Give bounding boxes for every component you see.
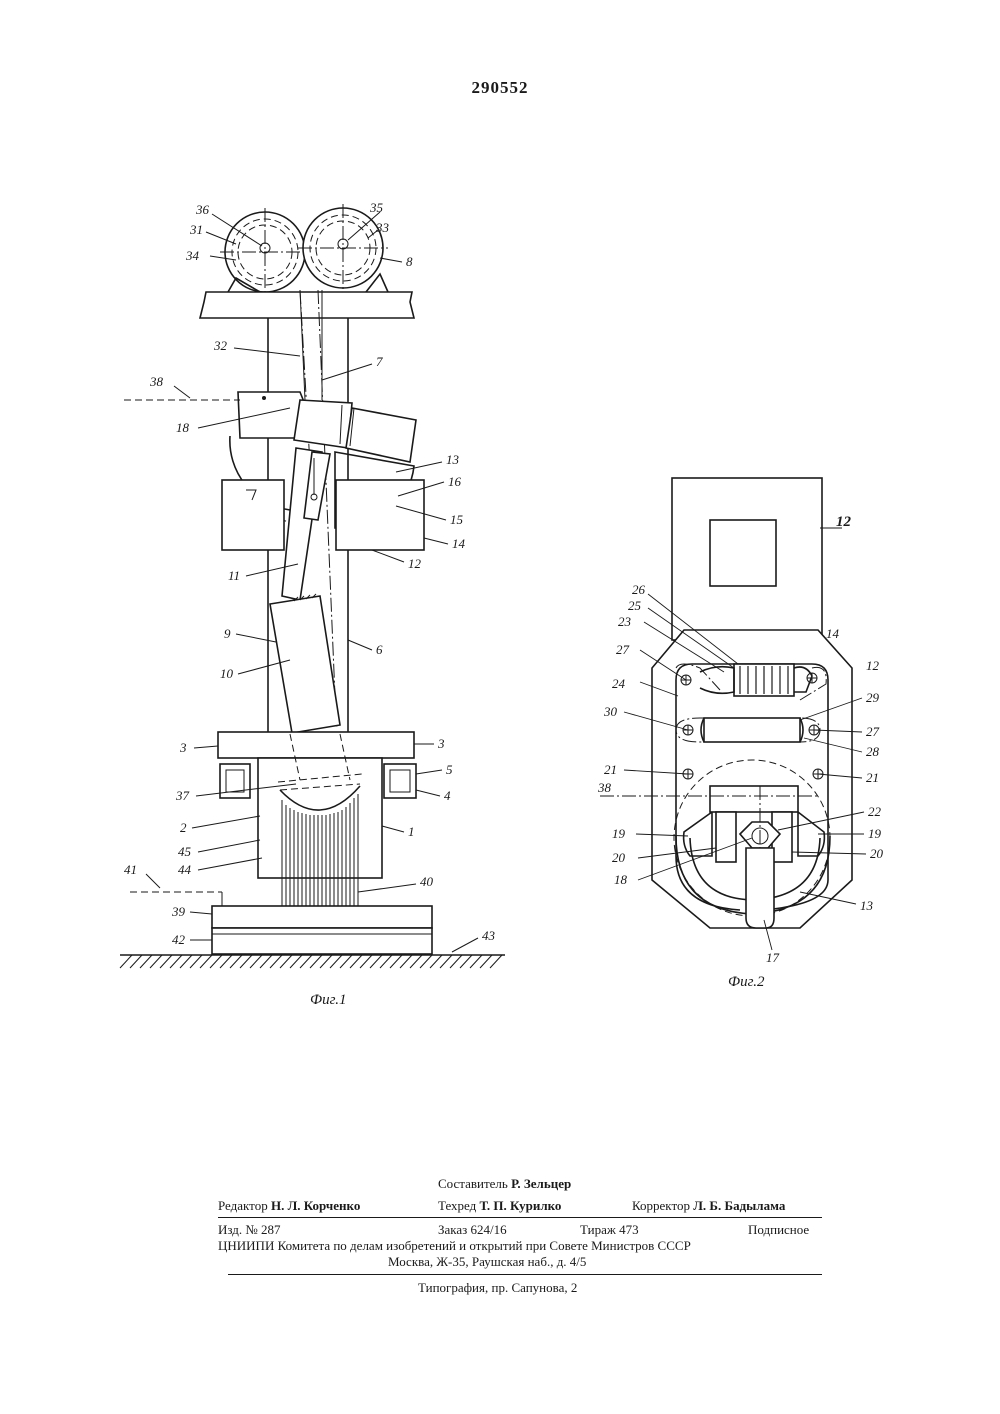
fig2-label: 26 <box>632 582 646 597</box>
fig1-label: 1 <box>408 824 415 839</box>
fig1-label: 35 <box>369 200 384 215</box>
corrector-name: Л. Б. Бадылама <box>693 1198 785 1213</box>
fig1-label: 10 <box>220 666 234 681</box>
fig1-label: 38 <box>149 374 164 389</box>
fig1-label: 33 <box>375 220 390 235</box>
fig1-label: 7 <box>376 354 383 369</box>
fig2-label: 27 <box>866 724 880 739</box>
corrector-line: Корректор Л. Б. Бадылама <box>632 1198 785 1214</box>
fig2-label: 20 <box>612 850 626 865</box>
fig2-label: 12 <box>836 514 852 530</box>
fig2-label: 27 <box>616 642 630 657</box>
fig1-label: 8 <box>406 254 413 269</box>
fig2-label: 23 <box>618 614 632 629</box>
fig1-label: 14 <box>452 536 466 551</box>
printing-house: Типография, пр. Сапунова, 2 <box>418 1280 577 1296</box>
fig2-label: 18 <box>614 872 628 887</box>
techred-name: Т. П. Курилко <box>480 1198 562 1213</box>
fig2-caption: Фиг.2 <box>728 974 765 990</box>
techred-label: Техред <box>438 1198 476 1213</box>
izd-number: Изд. № 287 <box>218 1222 281 1238</box>
fig2-label: 25 <box>628 598 642 613</box>
fig1-label: 43 <box>482 928 496 943</box>
fig1-label: 44 <box>178 862 192 877</box>
editor-name: Н. Л. Корченко <box>271 1198 360 1213</box>
fig1-label: 31 <box>189 222 203 237</box>
editor-label: Редактор <box>218 1198 268 1213</box>
fig2-label: 19 <box>612 826 626 841</box>
fig2-label: 28 <box>866 744 880 759</box>
fig2-label: 12 <box>866 658 880 673</box>
editor-line: Редактор Н. Л. Корченко <box>218 1198 360 1214</box>
fig2-label: 20 <box>870 846 884 861</box>
fig2-label: 13 <box>860 898 874 913</box>
fig1-label: 39 <box>171 904 186 919</box>
fig2-label: 17 <box>766 950 780 965</box>
imprint-rule-top <box>218 1217 822 1218</box>
fig2-label: 22 <box>868 804 882 819</box>
fig1-label: 32 <box>213 338 228 353</box>
fig1-label: 3 <box>437 736 445 751</box>
fig2-label: 38 <box>597 780 612 795</box>
fig2-label: 29 <box>866 690 880 705</box>
fig1-label: 9 <box>224 626 231 641</box>
fig2-label: 21 <box>866 770 879 785</box>
compiler-name: Р. Зельцер <box>511 1176 571 1191</box>
fig1-label: 15 <box>450 512 464 527</box>
techred-line: Техред Т. П. Курилко <box>438 1198 561 1214</box>
fig1-label: 45 <box>178 844 192 859</box>
fig2-label: 14 <box>826 626 840 641</box>
fig2-label: 19 <box>868 826 882 841</box>
fig2-label: 30 <box>603 704 618 719</box>
imprint-rule-bottom <box>228 1274 822 1275</box>
fig1-label: 42 <box>172 932 186 947</box>
fig1-caption: Фиг.1 <box>310 992 346 1008</box>
fig1-label: 36 <box>195 202 210 217</box>
fig1-label: 37 <box>175 788 190 803</box>
fig1-label: 2 <box>180 820 187 835</box>
order-number: Заказ 624/16 <box>438 1222 507 1238</box>
print-run: Тираж 473 <box>580 1222 639 1238</box>
compiler-line: Составитель Р. Зельцер <box>438 1176 571 1192</box>
compiler-label: Составитель <box>438 1176 508 1191</box>
organization-address: Москва, Ж-35, Раушская наб., д. 4/5 <box>388 1254 586 1270</box>
fig2-label: 21 <box>604 762 617 777</box>
corrector-label: Корректор <box>632 1198 690 1213</box>
fig1-label: 4 <box>444 788 451 803</box>
fig1-label: 5 <box>446 762 453 777</box>
fig1-label: 6 <box>376 642 383 657</box>
fig1-label: 13 <box>446 452 460 467</box>
fig1-label: 3 <box>179 740 187 755</box>
figure-1-drawing: 36 35 31 33 34 8 32 7 38 18 13 16 15 14 … <box>0 0 1000 1020</box>
fig1-label: 40 <box>420 874 434 889</box>
fig1-label: 41 <box>124 862 137 877</box>
organization-line: ЦНИИПИ Комитета по делам изобретений и о… <box>218 1238 691 1254</box>
fig1-label: 11 <box>228 568 240 583</box>
fig1-label: 18 <box>176 420 190 435</box>
subscription: Подписное <box>748 1222 809 1238</box>
fig1-label: 12 <box>408 556 422 571</box>
fig2-label: 24 <box>612 676 626 691</box>
fig1-label: 16 <box>448 474 462 489</box>
fig1-label: 34 <box>185 248 200 263</box>
